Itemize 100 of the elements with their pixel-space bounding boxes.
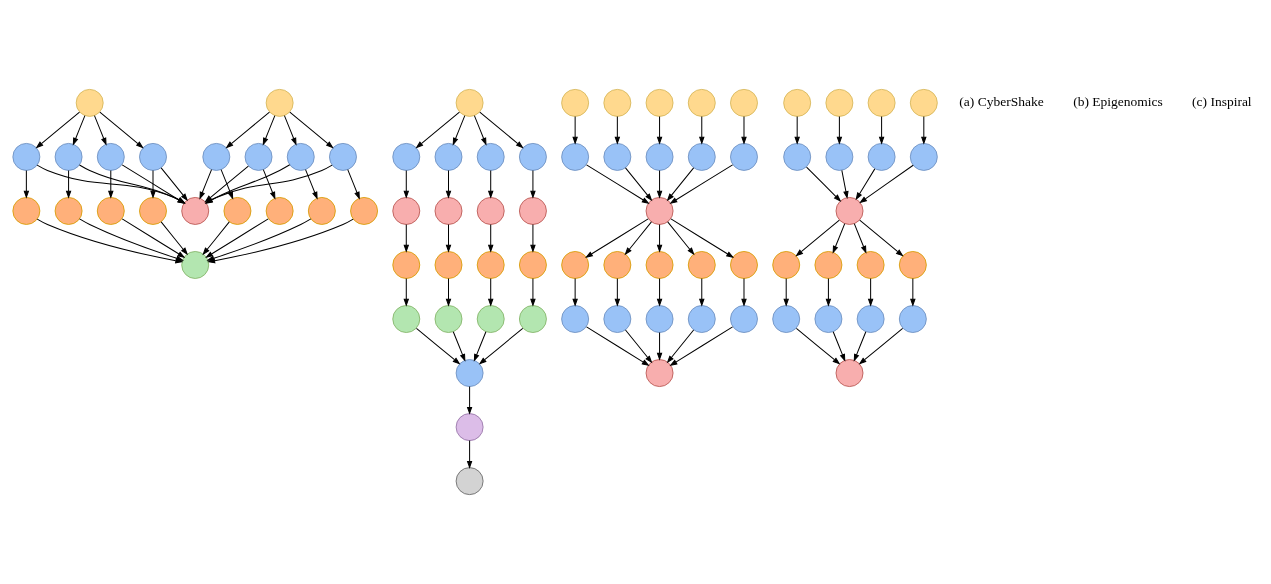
arrow xyxy=(625,167,653,202)
arrow xyxy=(656,115,663,145)
arrow xyxy=(487,223,494,253)
arrow xyxy=(670,218,735,258)
node-circle xyxy=(561,305,590,333)
arrow xyxy=(666,167,695,202)
node-circle xyxy=(730,305,758,333)
arrow xyxy=(841,169,849,200)
arrow xyxy=(479,111,524,149)
node-circle xyxy=(181,197,210,225)
node-circle xyxy=(898,305,927,333)
node-circle xyxy=(476,305,505,333)
arrow xyxy=(667,221,695,256)
arrow xyxy=(403,278,410,307)
label: (b) Epigenomics xyxy=(1073,94,1163,110)
arrow xyxy=(585,218,649,258)
arrow xyxy=(572,278,578,307)
arrow xyxy=(858,327,904,365)
arrow xyxy=(699,115,705,145)
node-circle xyxy=(835,197,864,225)
node-circle xyxy=(867,143,896,171)
arrow xyxy=(108,169,114,199)
node-circle xyxy=(455,413,484,441)
arrow xyxy=(473,331,487,362)
arrow xyxy=(452,115,466,146)
arrow xyxy=(656,223,663,253)
node-circle xyxy=(783,143,812,171)
node-circle xyxy=(265,88,294,117)
arrow xyxy=(305,169,318,200)
arrow xyxy=(910,278,916,307)
node-circle xyxy=(645,359,674,387)
node-circle xyxy=(772,251,801,279)
node-circle xyxy=(603,305,632,333)
node-circle xyxy=(645,88,674,117)
node-circle xyxy=(54,197,83,225)
node-circle xyxy=(139,143,167,171)
arrow xyxy=(586,164,650,204)
node-circle xyxy=(898,251,927,279)
node-circle xyxy=(223,197,252,225)
arrow xyxy=(624,221,652,256)
node-circle xyxy=(434,251,463,279)
node-circle xyxy=(54,143,83,171)
arrow xyxy=(466,386,473,415)
arrow xyxy=(586,326,650,367)
arrow xyxy=(160,221,189,256)
arrow xyxy=(832,331,846,362)
node-circle xyxy=(350,197,378,225)
arrow xyxy=(656,169,663,199)
node-circle xyxy=(645,197,674,225)
arrow xyxy=(795,327,841,365)
arrow xyxy=(487,169,494,199)
node-circle xyxy=(856,251,885,279)
label: (c) Inspiral xyxy=(1192,94,1252,110)
arrow xyxy=(487,278,494,307)
arrow xyxy=(220,169,234,200)
node-circle xyxy=(12,197,41,225)
node-circle xyxy=(455,359,484,387)
node-circle xyxy=(434,305,463,333)
arrow xyxy=(99,111,144,149)
node-circle xyxy=(909,143,938,171)
node-circle xyxy=(687,143,716,171)
arrow xyxy=(878,115,885,145)
arrow xyxy=(35,111,80,149)
node-circle xyxy=(645,251,674,279)
arrow xyxy=(794,115,800,145)
node-circle xyxy=(835,359,864,387)
node-circle xyxy=(645,143,674,171)
arrow xyxy=(93,115,107,146)
node-circle xyxy=(476,143,505,171)
node-circle xyxy=(286,143,315,171)
arrow xyxy=(921,115,927,145)
arrow xyxy=(403,223,410,253)
arrow xyxy=(530,278,536,307)
arrow xyxy=(832,223,846,254)
node-circle xyxy=(561,251,590,279)
arrow xyxy=(614,115,621,145)
arrow xyxy=(225,111,270,149)
arrow xyxy=(289,111,334,149)
arrow xyxy=(121,218,186,258)
arrow xyxy=(836,115,843,145)
arrow xyxy=(853,331,867,362)
node-circle xyxy=(645,305,674,333)
arrow xyxy=(859,219,904,257)
arrow xyxy=(205,218,269,258)
arrow xyxy=(347,169,360,200)
arrow xyxy=(478,327,524,365)
node-circle xyxy=(519,305,547,333)
node-circle xyxy=(825,88,854,117)
arrow xyxy=(795,219,840,257)
arrow xyxy=(445,223,452,253)
node-circle xyxy=(687,251,716,279)
node-circle xyxy=(434,197,463,225)
node-circle xyxy=(825,143,854,171)
node-circle xyxy=(455,88,484,117)
label: (a) CyberShake xyxy=(959,94,1044,110)
arrow xyxy=(65,169,72,199)
node-circle xyxy=(392,305,421,333)
arrow xyxy=(283,115,297,146)
node-circle xyxy=(561,88,590,117)
arrow xyxy=(72,115,86,146)
